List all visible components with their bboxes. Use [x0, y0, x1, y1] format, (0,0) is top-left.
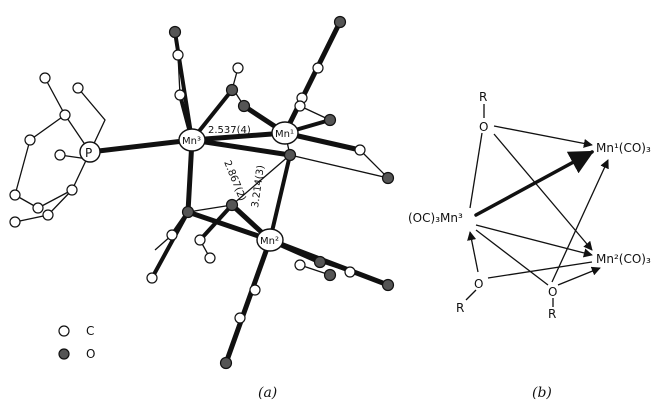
- phosphorus-atom: P: [79, 141, 101, 163]
- bond-mn3-mn1: [474, 150, 595, 217]
- carbon-atom: [166, 229, 178, 241]
- carbon-atom: [172, 49, 184, 61]
- mn2-atom: Mn²: [256, 228, 284, 252]
- r-left-label: R: [456, 301, 464, 315]
- carbon-atom: [42, 209, 54, 221]
- o-bottom-label: O: [548, 285, 557, 299]
- oxygen-atom: [381, 171, 395, 185]
- distance-mn3-mn1: 2.537(4): [208, 125, 251, 136]
- carbon-atom: [204, 252, 216, 264]
- legend-oxygen-label: O: [86, 347, 95, 361]
- carbon-atom: [72, 82, 84, 94]
- o-left-label: O: [474, 277, 483, 291]
- oxygen-atom: [181, 205, 195, 219]
- r-bottom-label: R: [548, 307, 556, 321]
- bond-oleft-mn2: [487, 261, 593, 279]
- bond-oleft-rleft: [465, 289, 477, 301]
- carbon-atom: [9, 189, 21, 201]
- mn1-co3-label: Mn¹(CO)₃: [596, 141, 651, 155]
- carbon-atom: [39, 72, 51, 84]
- oxygen-atom: [333, 15, 347, 29]
- bond-otop-mn1: [493, 125, 593, 148]
- distance-mn1-mn2: 3.214(3): [250, 164, 267, 208]
- bond-obottom-mn2: [557, 266, 601, 286]
- carbon-atom: [54, 149, 66, 161]
- bond-obottom-mn1: [551, 159, 609, 283]
- legend: C O: [58, 324, 95, 361]
- o-top-label: O: [479, 120, 488, 134]
- carbon-atom: [24, 134, 36, 146]
- carbon-atom: [194, 234, 206, 246]
- carbon-atom: [59, 109, 71, 121]
- legend-carbon-label: C: [86, 324, 94, 338]
- oxygen-atom: [168, 25, 182, 39]
- carbon-atom: [344, 266, 356, 278]
- carbon-atom: [354, 144, 366, 156]
- mn3-atom: Mn³: [178, 128, 206, 152]
- panel-a-structure: P Mn³ Mn¹ Mn² 2.537(4) 2.867(2) 3.214(3)…: [9, 15, 395, 401]
- distance-mn3-mn2: 2.867(2): [221, 159, 247, 203]
- oxygen-atoms: [168, 15, 395, 370]
- mn1-atom: Mn¹: [271, 121, 299, 145]
- mn1-label: Mn¹: [275, 129, 294, 140]
- carbon-atoms: [9, 49, 366, 324]
- carbon-atom: [9, 216, 21, 228]
- caption-b: (b): [532, 385, 552, 401]
- legend-oxygen-swatch: [58, 348, 70, 360]
- oxygen-atom: [225, 83, 239, 97]
- oxygen-atom: [313, 255, 327, 269]
- carbon-atom: [294, 259, 306, 271]
- oxygen-atom: [283, 148, 297, 162]
- oxygen-atom: [323, 113, 337, 127]
- bond-otop-mn2: [493, 133, 593, 251]
- carbon-atom: [66, 184, 78, 196]
- carbon-atom: [312, 62, 324, 74]
- oxygen-atom: [323, 268, 337, 282]
- oxygen-atom: [237, 99, 251, 113]
- carbon-atom: [249, 284, 261, 296]
- oxygen-atom: [225, 198, 239, 212]
- panel-b-schematic: R O Mn¹(CO)₃ (OC)₃Mn³ Mn²(CO)₃ O R O R (…: [408, 90, 651, 401]
- bond-oleft-mn3: [467, 231, 479, 273]
- bond-otop-mn3: [469, 132, 483, 209]
- carbon-atom: [174, 89, 186, 101]
- mn2-co3-label: Mn²(CO)₃: [596, 252, 651, 266]
- carbon-atom: [234, 312, 246, 324]
- carbon-atom: [32, 202, 44, 214]
- carbon-atom: [294, 100, 306, 112]
- oc3-mn3-label: (OC)₃Mn³: [408, 211, 463, 225]
- mn2-label: Mn²: [260, 236, 279, 247]
- oxygen-atom: [219, 356, 233, 370]
- bond-mn3-obottom: [475, 229, 549, 286]
- oxygen-atom: [381, 278, 395, 292]
- bond-mn3-mn2: [475, 224, 593, 258]
- legend-carbon-swatch: [58, 325, 70, 337]
- caption-a: (a): [258, 385, 277, 401]
- r-top-label: R: [479, 90, 487, 104]
- phosphorus-label: P: [85, 146, 92, 160]
- carbon-atom: [232, 62, 244, 74]
- carbon-atom: [146, 272, 158, 284]
- mn3-label: Mn³: [182, 136, 201, 147]
